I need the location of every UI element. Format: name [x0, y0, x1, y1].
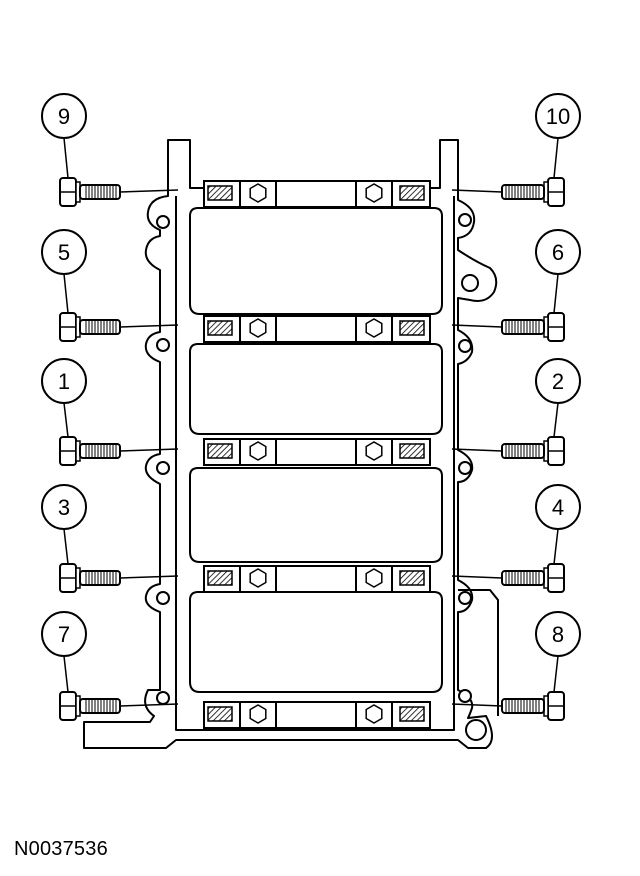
callout-number: 8	[552, 622, 564, 647]
cap-bolt-hex-icon	[249, 568, 267, 588]
callout-number: 7	[58, 622, 70, 647]
bolt-icon	[501, 177, 565, 207]
bolt-callout-6: 6	[451, 229, 581, 342]
bearing-cap-row	[203, 565, 431, 593]
bolt-callout-1: 1	[41, 358, 179, 466]
bolt-icon	[59, 691, 121, 721]
bolt-callout-4: 4	[451, 484, 581, 593]
bolt-icon	[501, 691, 565, 721]
bolt-callout-8: 8	[451, 611, 581, 721]
callout-circle	[41, 484, 87, 530]
bolt-icon	[501, 436, 565, 466]
cap-bolt-hex-icon	[249, 183, 267, 203]
callout-number: 5	[58, 240, 70, 265]
bolt-icon	[59, 436, 121, 466]
frame-bays	[189, 207, 443, 693]
bearing-cap-row	[203, 315, 431, 343]
frame-holes	[156, 213, 487, 741]
cap-bolt-hex-icon	[249, 704, 267, 724]
bolt-callout-5: 5	[41, 229, 179, 342]
callout-circle	[535, 358, 581, 404]
bolt-icon	[501, 563, 565, 593]
bolt-callout-9: 9	[41, 93, 179, 207]
bolt-callout-2: 2	[451, 358, 581, 466]
cap-bolt-hex-icon	[249, 318, 267, 338]
cap-bolt-hex-icon	[365, 704, 383, 724]
bearing-caps	[203, 180, 431, 729]
callout-number: 2	[552, 369, 564, 394]
callout-circle	[41, 93, 87, 139]
bolt-icon	[501, 312, 565, 342]
callout-number: 9	[58, 104, 70, 129]
callout-number: 4	[552, 495, 564, 520]
callout-number: 6	[552, 240, 564, 265]
callout-circle	[41, 611, 87, 657]
bolt-icon	[59, 312, 121, 342]
callout-circle	[535, 93, 581, 139]
bearing-cap-row	[203, 701, 431, 729]
lower-frame	[83, 139, 499, 749]
figure-reference-code: N0037536	[14, 838, 108, 860]
bolt-icon	[59, 563, 121, 593]
callout-circle	[535, 484, 581, 530]
cap-bolt-hex-icon	[365, 183, 383, 203]
cap-bolt-hex-icon	[365, 568, 383, 588]
callout-number: 1	[58, 369, 70, 394]
bearing-cap-row	[203, 438, 431, 466]
bolt-callout-10: 10	[451, 93, 581, 207]
bolt-callout-3: 3	[41, 484, 179, 593]
callout-number: 10	[546, 104, 570, 129]
bearing-cap-row	[203, 180, 431, 208]
bolts-group: 9 10 5 6 1 2 3 4 7 8	[41, 93, 581, 721]
bolt-icon	[59, 177, 121, 207]
cap-bolt-hex-icon	[365, 318, 383, 338]
cap-bolt-hex-icon	[365, 441, 383, 461]
cap-bolt-hex-icon	[249, 441, 267, 461]
callout-circle	[41, 358, 87, 404]
bolt-callout-7: 7	[41, 611, 179, 721]
callout-circle	[535, 229, 581, 275]
callout-number: 3	[58, 495, 70, 520]
callout-circle	[535, 611, 581, 657]
callout-circle	[41, 229, 87, 275]
